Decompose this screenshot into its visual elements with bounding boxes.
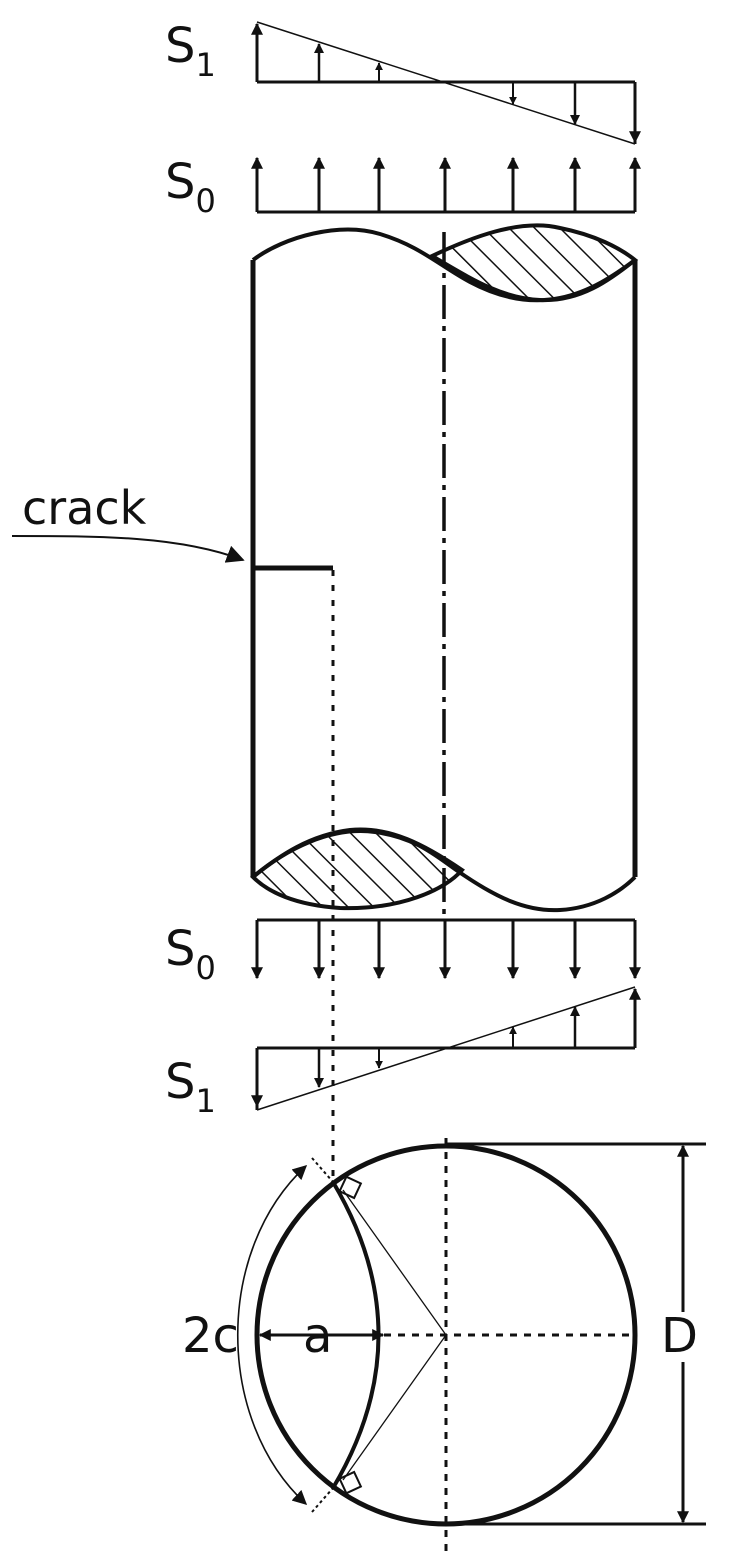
cross-section-view <box>237 1138 706 1556</box>
s0-bottom-distribution <box>251 918 641 980</box>
crack-pointer-arrow <box>11 535 245 563</box>
2c-extension-upper <box>311 1157 334 1183</box>
s0-top-label: S0 <box>165 154 216 220</box>
crack-length-2c-label: 2c <box>182 1308 239 1364</box>
crack-label: crack <box>22 481 147 535</box>
diameter-d-label: D <box>661 1308 698 1364</box>
s0-bottom-label: S0 <box>165 921 216 987</box>
right-angle-marker-upper <box>338 1175 363 1200</box>
2c-extension-lower <box>311 1487 334 1513</box>
bottom-section-hatch <box>250 827 465 911</box>
crack-length-2c-dimension <box>237 1165 308 1505</box>
right-angle-marker-lower <box>338 1470 363 1495</box>
s1-bottom-distribution <box>251 986 641 1111</box>
top-section-hatch <box>427 223 639 303</box>
s1-bottom-label: S1 <box>165 1054 216 1120</box>
s1-top-distribution <box>251 21 641 145</box>
radius-line-upper <box>342 1189 447 1336</box>
radius-line-lower <box>342 1334 447 1481</box>
cylinder-bottom-edge <box>251 829 637 913</box>
crack-depth-a-label: a <box>303 1308 332 1364</box>
cylinder-top-edge <box>251 227 637 303</box>
s0-top-distribution <box>251 156 641 214</box>
cylinder <box>250 223 639 1178</box>
s1-top-label: S1 <box>165 18 216 84</box>
